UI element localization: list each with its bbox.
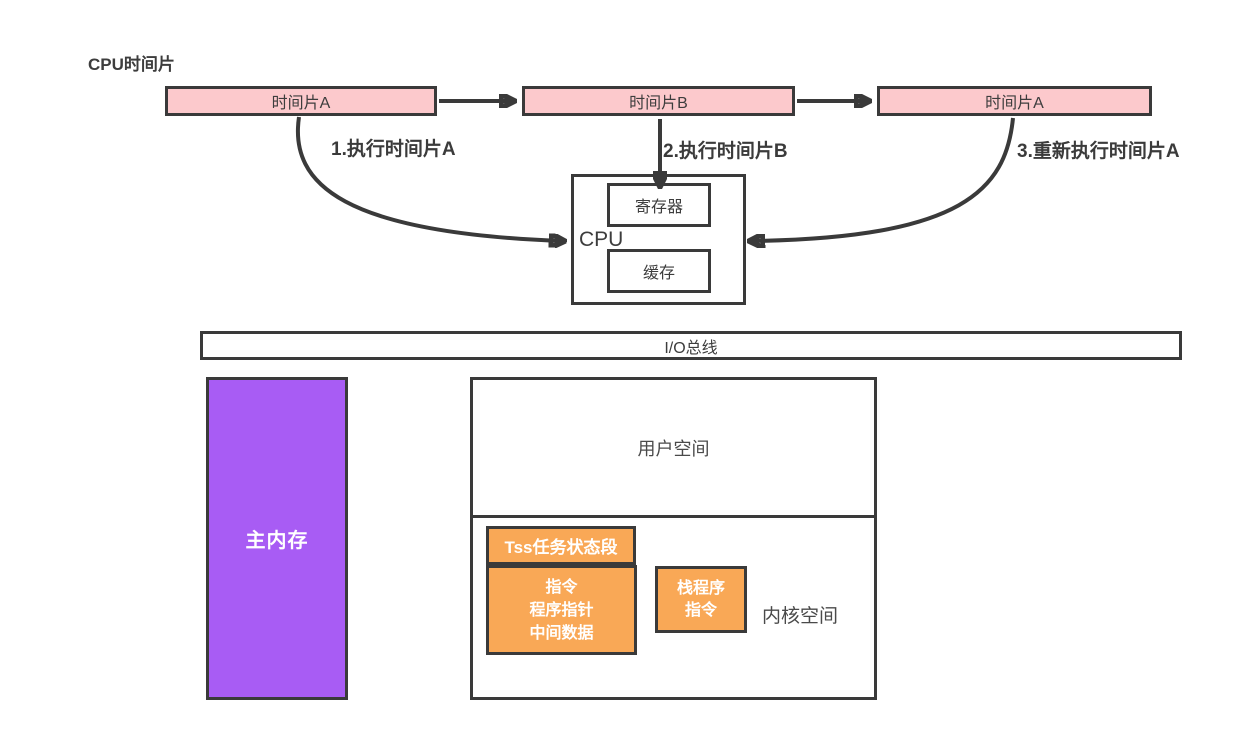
- memory-map-box: 用户空间 Tss任务状态段 指令 程序指针 中间数据 栈程序 指令 内核空间: [470, 377, 877, 700]
- diagram-title: CPU时间片: [88, 55, 175, 74]
- main-memory-label: 主内存: [245, 530, 309, 552]
- cpu-box: CPU 寄存器 缓存: [571, 174, 746, 305]
- main-memory-box: 主内存: [206, 377, 348, 700]
- step2-annotation: 2.执行时间片B: [663, 141, 788, 162]
- cache-label: 缓存: [642, 265, 675, 282]
- time-slice-a1-box: 时间片A: [165, 86, 437, 116]
- time-slice-a2-box: 时间片A: [877, 86, 1152, 116]
- stack-program-line1: 栈程序: [676, 579, 725, 597]
- task-data-line1: 指令: [545, 578, 578, 596]
- user-space-label: 用户空间: [637, 438, 710, 459]
- kernel-space-label: 内核空间: [762, 606, 839, 627]
- io-bus-bar: I/O总线: [200, 331, 1182, 360]
- step1-annotation: 1.执行时间片A: [331, 139, 456, 160]
- cpu-label: CPU: [579, 227, 624, 251]
- register-label: 寄存器: [634, 199, 683, 216]
- step3-annotation: 3.重新执行时间片A: [1017, 141, 1180, 162]
- time-slice-a2-label: 时间片A: [985, 95, 1044, 112]
- curve-slice-a2-to-cpu: [752, 117, 1015, 241]
- task-data-line3: 中间数据: [529, 624, 594, 642]
- register-box: 寄存器: [607, 183, 711, 227]
- stack-program-line2: 指令: [684, 601, 717, 619]
- stack-program-box: 栈程序 指令: [655, 566, 747, 633]
- user-space-section: 用户空间: [473, 380, 874, 518]
- task-data-box: 指令 程序指针 中间数据: [486, 565, 637, 655]
- io-bus-label: I/O总线: [664, 339, 718, 357]
- tss-segment-label: Tss任务状态段: [504, 538, 618, 557]
- cache-box: 缓存: [607, 249, 711, 293]
- task-data-line2: 程序指针: [529, 601, 594, 619]
- time-slice-a1-label: 时间片A: [271, 95, 331, 112]
- time-slice-b-box: 时间片B: [522, 86, 795, 116]
- time-slice-b-label: 时间片B: [629, 95, 688, 112]
- tss-segment-box: Tss任务状态段: [486, 526, 636, 565]
